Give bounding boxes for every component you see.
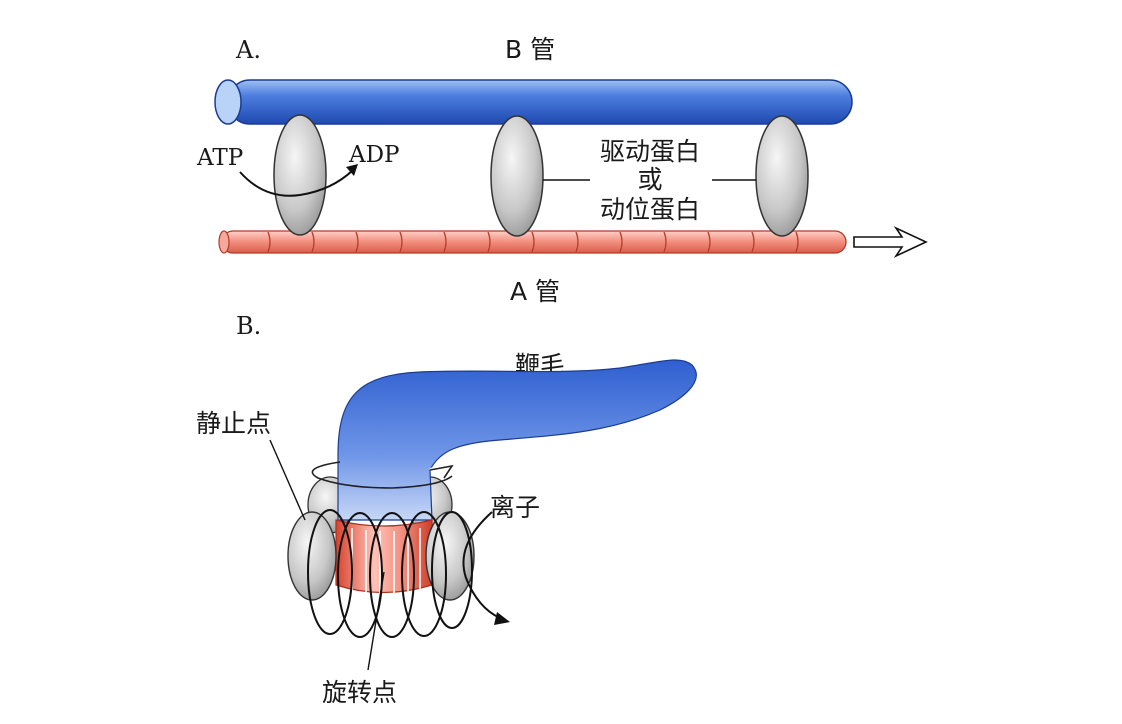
motor-protein-3 [755, 115, 809, 237]
motor-label-line1: 驱动蛋白 [600, 137, 700, 166]
flagellum [337, 359, 697, 521]
stator-unit-left [287, 511, 337, 601]
ion-label: 离子 [490, 493, 540, 522]
stator-leader-line [269, 439, 306, 521]
adp-label: ADP [348, 142, 400, 168]
b-tubule [214, 79, 853, 125]
ion-coils [307, 509, 473, 638]
rotation-arrow-icon [311, 461, 457, 489]
panel-a: A. B 管 [196, 35, 928, 306]
panel-b-letter: B. [236, 312, 261, 340]
motor-label-line2: 或 [637, 165, 662, 194]
motor-label-line3: 动位蛋白 [600, 195, 700, 224]
ion-flow-arrow [462, 511, 510, 625]
motor-protein-2 [490, 115, 544, 237]
rotor-leader-line [367, 571, 385, 671]
stator-label: 静止点 [196, 409, 271, 438]
panel-a-letter: A. [235, 36, 261, 64]
a-tube-label: A 管 [510, 277, 560, 306]
rotor-label: 旋转点 [322, 678, 397, 707]
motor-protein-1 [273, 114, 327, 236]
b-tubule-end [214, 79, 242, 125]
b-tube-label: B 管 [505, 35, 555, 64]
a-tubule [218, 230, 847, 254]
panel-b: B. 鞭毛 静止点 离子 旋转点 [196, 312, 697, 707]
direction-arrow-icon [853, 226, 928, 258]
atp-label: ATP [196, 145, 243, 171]
a-tubule-segments [267, 231, 799, 253]
atp-adp-arrow [239, 164, 358, 197]
